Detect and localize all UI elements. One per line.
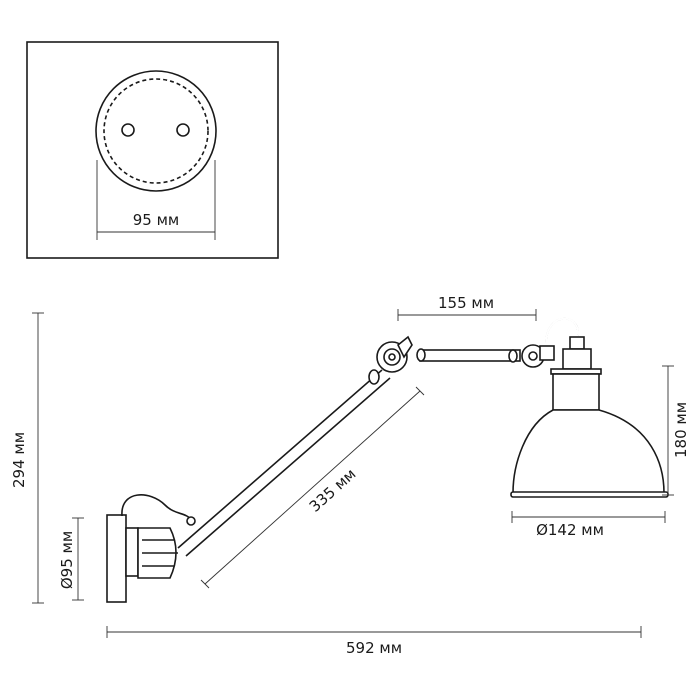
shade-height-label: 180 мм [672,402,690,458]
total-width-dimension: 592 мм [106,626,642,657]
lamp-drawing [106,317,669,603]
lamp-shade [512,409,665,494]
upper-arm-dimension: 155 мм [397,294,537,321]
upper-arm [419,349,521,362]
hook [545,317,580,344]
shade-rim [510,491,669,498]
plate-diameter-label: 95 мм [133,211,180,229]
socket [562,348,592,370]
lower-arm-dimension: 335 мм [200,386,425,589]
total-width-label: 592 мм [346,639,402,657]
shade-diameter-dimension: Ø142 мм [511,511,666,539]
shade-height-dimension: 180 мм [662,365,690,496]
shade-neck [552,373,600,411]
base-diameter-label: Ø95 мм [58,531,76,589]
screw-hole-left [121,123,135,137]
lower-arm-label: 335 мм [306,465,360,516]
lower-arm [185,377,391,557]
base-dimension: Ø95 мм [58,517,84,601]
upper-arm-label: 155 мм [438,294,494,312]
power-cord [121,494,193,521]
total-height-label: 294 мм [10,432,28,488]
plate-dashed-ring [103,78,209,184]
wall-plate-detail: 95 мм [26,41,279,259]
screw-hole-right [176,123,190,137]
shade-diameter-label: Ø142 мм [536,521,604,539]
wall-plate [106,514,127,603]
detail-frame [26,41,279,259]
height-dimension: 294 мм [10,312,44,604]
plate-outline [95,70,217,192]
